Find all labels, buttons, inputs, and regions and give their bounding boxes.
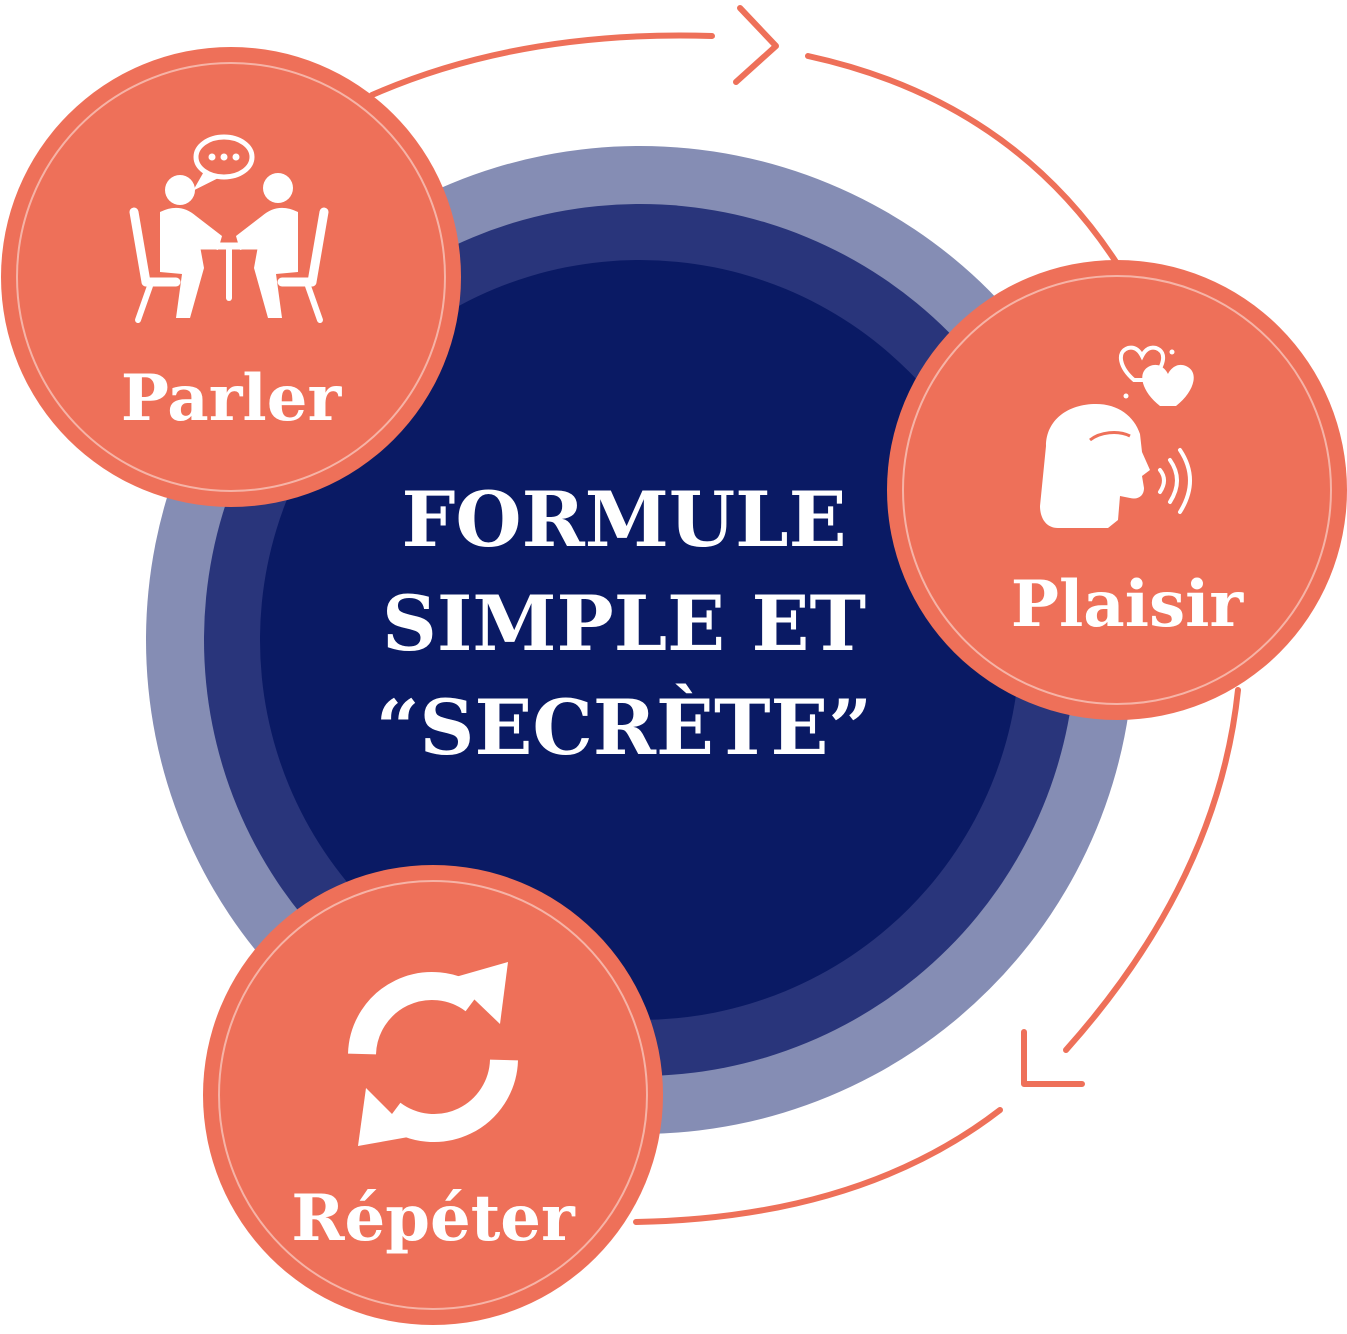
arrowhead-down	[1021, 1029, 1085, 1087]
step-repeter-circle	[203, 865, 663, 1325]
arrowhead-right	[733, 5, 779, 85]
step-parler-inner-line	[16, 62, 446, 492]
step-plaisir: Plaisir	[887, 260, 1347, 720]
arc-plaisir-down	[1063, 687, 1241, 1053]
arc-top-right	[805, 53, 1119, 265]
conversation-icon	[129, 134, 329, 323]
core-circle	[260, 260, 1020, 1020]
arc-bottom-to-repeter	[633, 1107, 1003, 1225]
speaking-with-hearts-icon	[1040, 345, 1194, 528]
step-repeter-label: Répéter	[291, 1181, 576, 1256]
step-repeter-inner-line	[218, 880, 648, 1310]
cycle-arrows	[369, 5, 1241, 1225]
step-repeter: Répéter	[203, 865, 663, 1325]
refresh-cycle-icon	[348, 962, 518, 1146]
step-parler-label: Parler	[121, 361, 343, 436]
center-title-line-1: FORMULE	[401, 475, 846, 564]
arc-parler-to-plaisir	[369, 32, 715, 98]
step-plaisir-label: Plaisir	[1011, 567, 1245, 642]
center-title-line-3: “SECRÈTE”	[376, 682, 872, 772]
step-plaisir-inner-line	[902, 275, 1332, 705]
center-title-line-2: SIMPLE ET	[382, 579, 866, 668]
step-parler: Parler	[1, 47, 461, 507]
